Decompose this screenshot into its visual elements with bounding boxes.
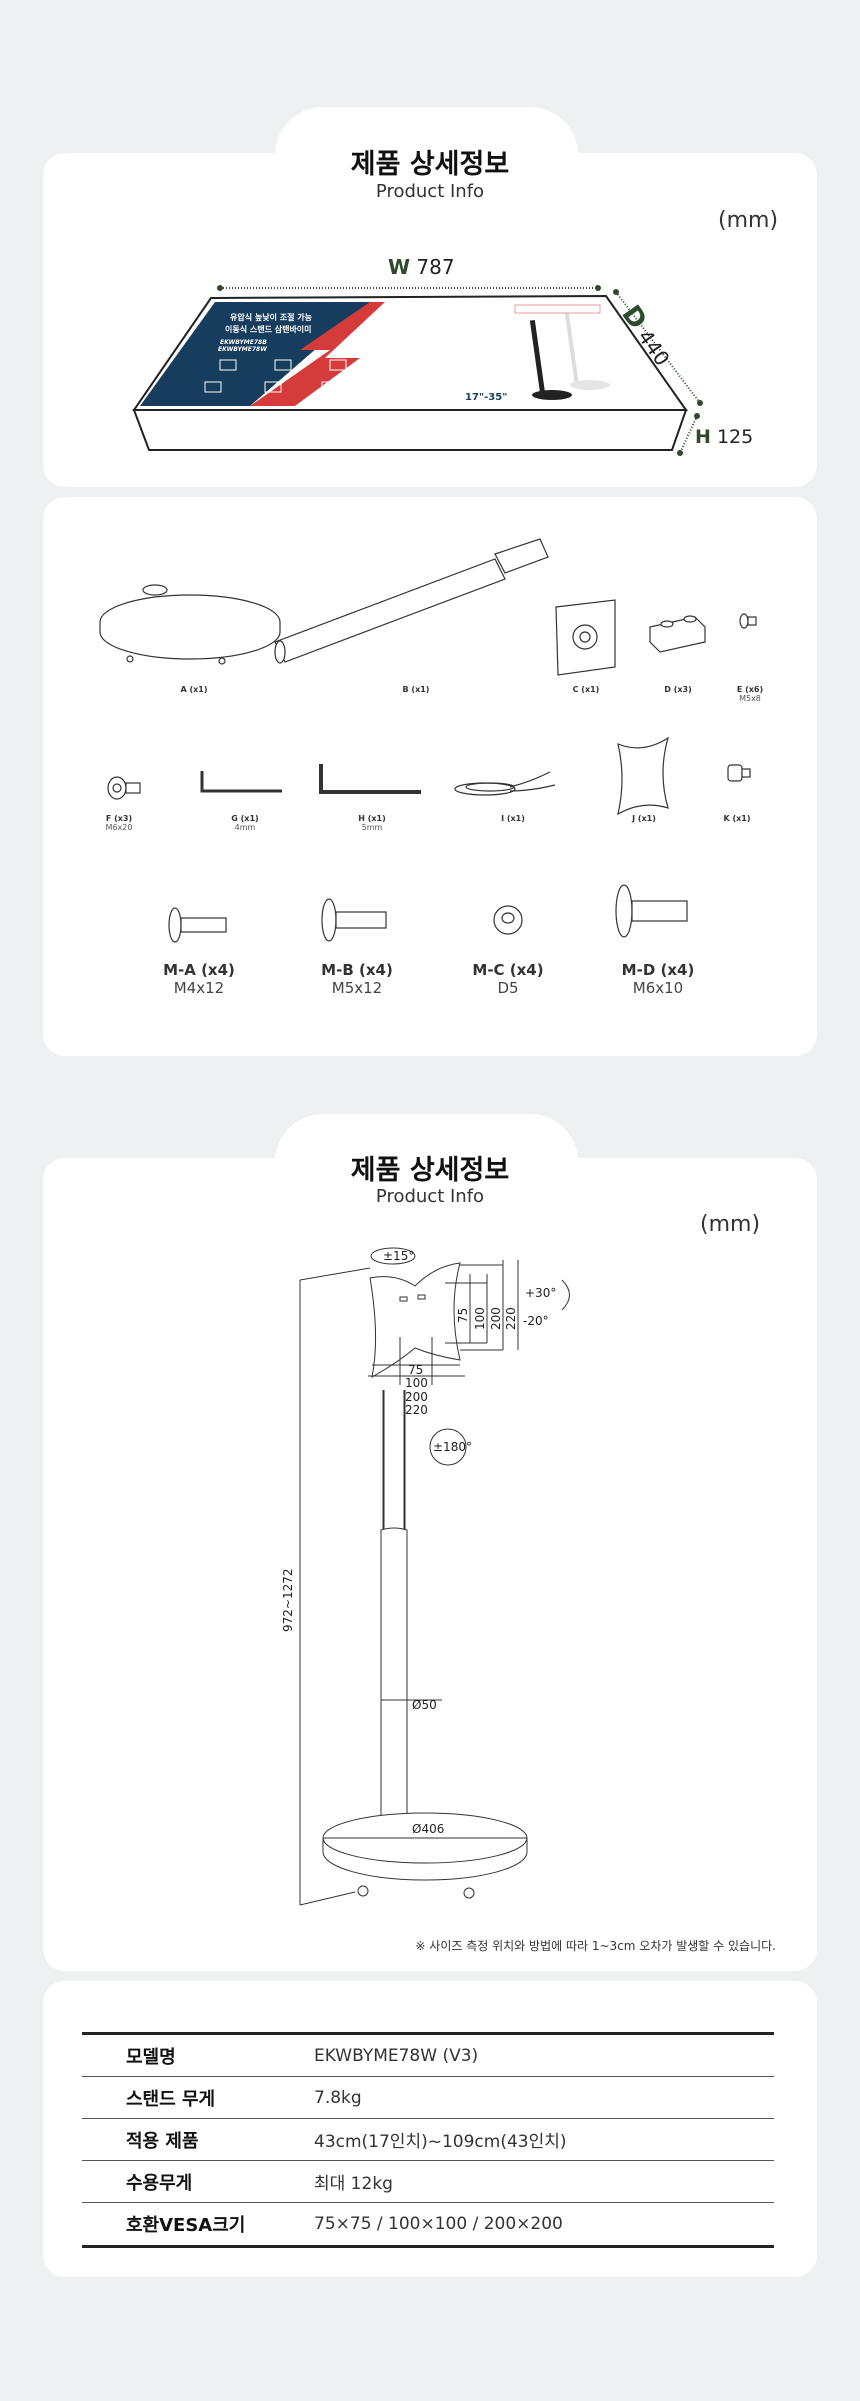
width-dimension: W 787: [388, 255, 455, 279]
part-i-cable: [454, 771, 556, 796]
height-value: 125: [716, 426, 754, 448]
width-letter: W: [388, 255, 411, 279]
tilt-down-label: -20°: [523, 1314, 549, 1328]
section-title: 제품 상세정보: [350, 1155, 510, 1186]
part-ma-screw: [168, 907, 227, 943]
part-label: C (x1): [572, 685, 600, 694]
part-label: E (x6): [736, 685, 764, 694]
part-label: M-A (x4): [163, 961, 235, 979]
vesa-v-200: 200: [489, 1307, 503, 1330]
part-j-vesa-plate: [617, 736, 670, 816]
part-label: A (x1): [180, 685, 208, 694]
spec-key: 호환VESA크기: [126, 2215, 246, 2236]
table-row: 모델명 EKWBYME78W (V3): [82, 2035, 774, 2077]
height-range-label: 972~1272: [281, 1569, 295, 1633]
spec-table: 모델명 EKWBYME78W (V3) 스탠드 무게 7.8kg 적용 제품 43cm…: [82, 2032, 774, 2248]
part-label: D (x3): [664, 685, 692, 694]
part-label: H (x1): [358, 814, 386, 823]
spec-key: 적용 제품: [126, 2130, 199, 2152]
height-letter: H: [695, 426, 711, 448]
part-label: K (x1): [723, 814, 751, 823]
part-md-screw: [615, 884, 688, 938]
box-print-model2: EKWBYME78W: [218, 346, 267, 353]
part-k-knob: [727, 764, 751, 782]
part-sublabel: M4x12: [173, 979, 225, 997]
section-title: 제품 상세정보: [350, 149, 510, 180]
part-e-screw: [739, 613, 757, 629]
vesa-h-75: 75: [408, 1363, 423, 1377]
table-row: 적용 제품 43cm(17인치)~109cm(43인치): [82, 2119, 774, 2161]
part-h-hex-key: [319, 764, 421, 794]
spec-value: 7.8kg: [314, 2087, 362, 2108]
table-row: 스탠드 무게 7.8kg: [82, 2077, 774, 2119]
part-label: F (x3): [105, 814, 133, 823]
spec-value: EKWBYME78W (V3): [314, 2045, 479, 2066]
vesa-v-220: 220: [504, 1307, 518, 1330]
unit-label: (mm): [718, 208, 779, 233]
height-dimension: H 125: [695, 426, 753, 448]
spec-card: [43, 1981, 817, 2277]
part-d-block: [649, 615, 706, 653]
box-print-size: 17"-35": [465, 392, 507, 403]
package-box-illustration: 유압식 높낮이 조절 가능 이동식 스탠드 삼탠바이미 EKWBYME78B E…: [132, 285, 703, 456]
width-value: 787: [416, 255, 455, 279]
spec-value: 최대 12kg: [314, 2174, 393, 2194]
spec-key: 수용무게: [126, 2172, 193, 2194]
vesa-h-100: 100: [405, 1376, 428, 1390]
unit-label: (mm): [700, 1212, 761, 1237]
part-label: M-C (x4): [472, 961, 544, 979]
spec-key: 스탠드 무게: [126, 2088, 216, 2110]
part-sublabel: M6x20: [105, 823, 133, 832]
section-subtitle: Product Info: [375, 1186, 485, 1207]
pole-diameter-label: Ø50: [412, 1698, 437, 1712]
box-print-model1: EKWBYME78B: [220, 339, 267, 346]
part-label: B (x1): [402, 685, 430, 694]
section-subtitle: Product Info: [375, 181, 485, 202]
vesa-h-200: 200: [405, 1390, 428, 1404]
part-sublabel: M5x12: [331, 979, 383, 997]
part-label: M-D (x4): [621, 961, 695, 979]
part-sublabel: D5: [497, 979, 519, 997]
part-label: I (x1): [501, 814, 525, 823]
part-label: M-B (x4): [321, 961, 393, 979]
part-mb-screw: [321, 898, 387, 942]
part-f-bolt: [107, 776, 141, 800]
part-label: J (x1): [632, 814, 656, 823]
spec-value: 43cm(17인치)~109cm(43인치): [314, 2132, 567, 2152]
part-sublabel: 4mm: [234, 823, 256, 832]
part-mc-washer: [493, 905, 523, 935]
part-a-base: [99, 584, 281, 665]
part-sublabel: M5x8: [739, 694, 761, 703]
part-b-pole: [274, 538, 549, 664]
part-g-hex-key: [200, 771, 282, 793]
table-row: 호환VESA크기 75×75 / 100×100 / 200×200: [82, 2203, 774, 2245]
part-sublabel: M6x10: [632, 979, 684, 997]
box-print-line2: 이동식 스탠드 삼탠바이미: [225, 324, 312, 334]
parts-illustrations: [99, 538, 757, 943]
part-c-bracket: [555, 599, 616, 676]
vesa-h-220: 220: [405, 1403, 428, 1417]
rotate-label: ±180°: [433, 1440, 472, 1454]
part-label: G (x1): [231, 814, 259, 823]
base-diameter-label: Ø406: [412, 1822, 444, 1836]
table-row: 수용무게 최대 12kg: [82, 2161, 774, 2203]
tilt-up-label: +30°: [525, 1286, 556, 1300]
box-print-line1: 유압식 높낮이 조절 가능: [230, 312, 313, 322]
vesa-v-75: 75: [456, 1308, 470, 1323]
measurement-note: ※ 사이즈 측정 위치와 방법에 따라 1~3cm 오차가 발생할 수 있습니다…: [415, 1939, 776, 1953]
stand-dimension-diagram: ±15° +30° -20° ±180° 75 100 200 220 75 1…: [281, 1247, 570, 1906]
spec-key: 모델명: [126, 2046, 176, 2068]
vesa-v-100: 100: [473, 1307, 487, 1330]
spec-value: 75×75 / 100×100 / 200×200: [314, 2214, 563, 2234]
part-sublabel: 5mm: [361, 823, 383, 832]
tilt-top-label: ±15°: [383, 1249, 414, 1263]
